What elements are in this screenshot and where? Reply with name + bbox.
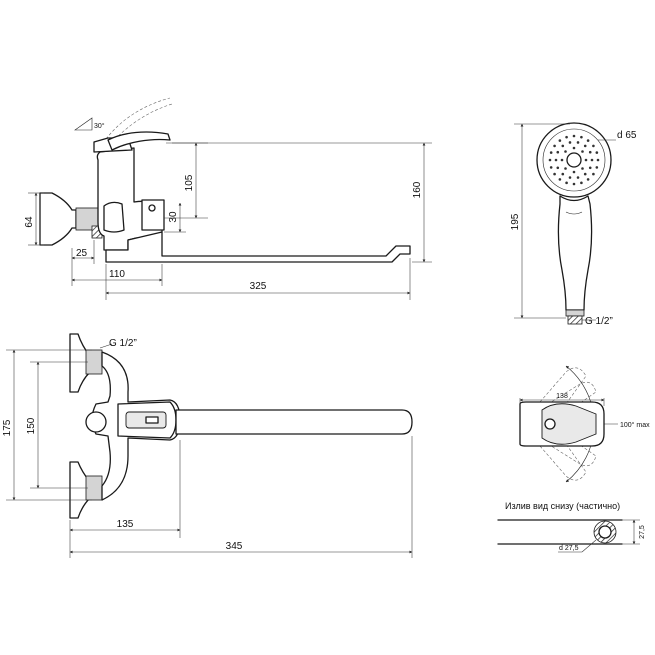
nozzle-dot [554, 158, 558, 162]
nozzle-dot [592, 144, 595, 148]
outlet-nut [141, 199, 165, 231]
nozzle-dot [549, 151, 553, 154]
nozzle-dot [576, 176, 580, 179]
nozzle-dot [558, 139, 562, 142]
front-view: G 1/2” 175 150 135 345 [2, 333, 413, 558]
dim-138: 138 [556, 393, 568, 400]
nozzle-dot [580, 181, 583, 185]
dim-110: 110 [109, 269, 125, 280]
dim-25: 25 [76, 248, 88, 259]
nozzle-dot [568, 141, 572, 144]
spout-section-bore [598, 525, 612, 539]
nozzle-dot [560, 158, 564, 162]
dim-345: 345 [226, 541, 243, 552]
shower-handle [557, 195, 593, 311]
nozzle-dot [596, 158, 600, 162]
nozzle-dot [586, 139, 590, 142]
nozzle-dot [561, 172, 565, 176]
nozzle-dot [564, 167, 567, 170]
nozzle-dot [549, 166, 553, 169]
nozzle-dot [584, 158, 588, 162]
nozzle-dot [580, 135, 583, 139]
nozzle-dot [556, 166, 560, 170]
nozzle-dot [581, 167, 584, 170]
top-view: 100° max 138 [519, 365, 650, 483]
dim-64: 64 [24, 216, 35, 228]
nozzle-dot [583, 144, 587, 148]
nozzle-dot [553, 172, 556, 176]
shower-dim-d65: d 65 [617, 130, 637, 141]
dim-105: 105 [184, 174, 195, 191]
spout-dim-diameter: d 27,5 [559, 545, 579, 552]
nozzle-dot [590, 158, 594, 162]
spout-dim-height: 27,5 [639, 525, 646, 539]
nozzle-dot [572, 182, 576, 186]
aerator-cap [85, 411, 107, 433]
shower-thread-label: G 1/2” [585, 316, 613, 327]
dim-160: 160 [412, 181, 423, 198]
nozzle-dot [561, 144, 565, 148]
spout [105, 231, 411, 263]
nozzle-dot [556, 150, 560, 154]
nozzle-dot [583, 172, 587, 176]
shower-thread [567, 315, 583, 325]
nozzle-dot [595, 166, 599, 169]
lever [107, 131, 171, 151]
shower-head-face [542, 128, 606, 192]
nozzle-dot [595, 151, 599, 154]
dim-30: 30 [168, 211, 179, 223]
shower-head-view: d 65 195 G 1/2” [510, 122, 637, 327]
nozzle-dot [576, 141, 580, 144]
nozzle-dot [572, 170, 576, 174]
spout-front [175, 409, 413, 435]
nozzle-dot [586, 178, 590, 181]
dim-175: 175 [2, 419, 13, 436]
rotation-label: 100° max [620, 421, 650, 429]
front-thread-label: G 1/2” [109, 338, 137, 349]
side-view: 30° 105 30 160 64 [24, 97, 432, 300]
top-lever-pivot [544, 418, 556, 430]
spout-section: Излив вид снизу (частично) 27,5 d 27,5 [497, 501, 646, 553]
shower-nozzles [548, 134, 600, 186]
lever-indicator [145, 416, 159, 424]
wall-escutcheon [39, 192, 77, 246]
nozzle-dot [588, 150, 592, 154]
upper-nut [85, 349, 103, 375]
nozzle-dot [572, 134, 576, 138]
nozzle-dot [592, 172, 595, 176]
shower-connector [565, 309, 585, 317]
nozzle-dot [565, 135, 568, 139]
nozzle-dot [564, 150, 567, 153]
nozzle-dot [548, 158, 552, 162]
dim-135: 135 [117, 519, 134, 530]
screw [148, 204, 156, 212]
shower-dim-195: 195 [510, 213, 521, 230]
nozzle-dot [558, 178, 562, 181]
shower-center [566, 152, 582, 168]
angle-label: 30° [94, 122, 105, 130]
body-ring [103, 201, 125, 233]
nozzle-dot [581, 150, 584, 153]
nozzle-dot [572, 146, 576, 150]
lower-nut [85, 475, 103, 501]
spout-caption: Излив вид снизу (частично) [505, 501, 620, 511]
top-lever [541, 403, 597, 445]
dim-325: 325 [250, 281, 267, 292]
nozzle-dot [568, 176, 572, 179]
nozzle-dot [565, 181, 568, 185]
nozzle-dot [588, 166, 592, 170]
dim-150: 150 [26, 417, 37, 434]
nozzle-dot [553, 144, 556, 148]
